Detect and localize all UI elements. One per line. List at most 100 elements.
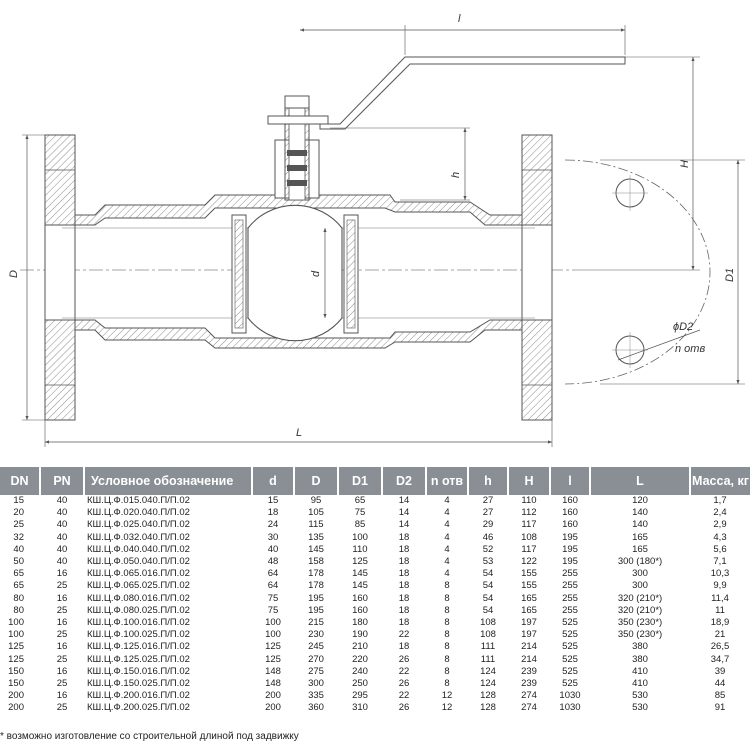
col-bolt-count-cell: 8 [444,592,450,604]
col-d-cell: 100 [265,616,281,628]
col-outer-d-cell: 300 [308,677,324,689]
col-dn-cell: 200 [8,702,24,714]
col-d-cell: 64 [267,568,279,580]
col-mass-cell: 5,6 [713,543,727,555]
col-d-cell: 40 [267,543,279,555]
col-outer-d-cell: 245 [308,641,324,653]
col-h-cell: 29 [482,519,494,531]
col-mass-cell: 26,5 [710,641,730,653]
col-body-l-cell: 530 [632,690,648,702]
col-body-l-header: L [590,467,691,495]
col-bolt-count-cell: 8 [444,580,450,592]
col-total-h-cell: 117 [521,519,537,531]
dim-total-height: H [679,160,691,168]
col-dn-cell: 200 [8,690,24,702]
col-mass-cell: 11,4 [711,592,729,604]
col-d2-cell: 18 [398,580,410,592]
col-total-h-cell: 274 [521,690,537,702]
col-dn-cell: 150 [8,677,24,689]
col-designation-cell: КШ.Ц.Ф.015.040.П/П.02 [87,495,190,507]
col-body-l-cell: 320 (210*) [617,592,663,604]
col-dn-cell: 65 [13,580,24,592]
left-flange [44,134,76,421]
col-d2-cell: 26 [398,677,410,689]
col-h-cell: 27 [482,495,494,507]
col-body-l-cell: 320 (210*) [617,604,663,616]
col-h-cell: 124 [480,677,496,689]
col-h-cell: 52 [482,543,494,555]
col-total-h-cell: 197 [521,616,537,628]
col-body-l-cell: 165 [632,531,648,543]
col-d1-cell: 160 [352,604,368,616]
col-outer-d-cell: 105 [308,507,324,519]
col-handle-l-cell: 525 [562,641,578,653]
col-d-cell: 125 [265,641,281,653]
col-bolt-count-cell: 4 [444,495,450,507]
col-d2-cell: 18 [398,641,410,653]
col-d-cell: 75 [267,592,279,604]
col-d-cell: 100 [265,629,281,641]
col-dn-cell: 80 [13,604,24,616]
col-outer-d-cell: 215 [308,616,324,628]
col-outer-d-cell: 95 [310,495,322,507]
col-d-cell: 64 [267,580,279,592]
col-total-h-cell: 239 [521,677,537,689]
col-designation-cell: КШ.Ц.Ф.020.040.П/П.02 [87,507,190,519]
col-outer-d-cell: 145 [308,543,324,555]
col-d1-cell: 100 [352,531,368,543]
col-handle-l-cell: 160 [562,519,578,531]
col-bolt-count-cell: 4 [444,543,450,555]
col-total-h-cell: 165 [521,592,537,604]
col-total-h-cell: 155 [521,568,537,580]
col-dn-cell: 50 [13,556,24,568]
col-designation-cell: КШ.Ц.Ф.032.040.П/П.02 [87,531,190,543]
col-outer-d-header: D [294,467,339,495]
col-mass-cell: 91 [714,702,726,714]
flange-bolt-pattern [564,159,711,385]
col-bolt-count-cell: 4 [444,556,450,568]
col-d1-cell: 65 [354,495,366,507]
col-d1-cell: 110 [352,543,368,555]
valve-technical-drawing: l L D d h H ϕD2 n отв D1 [8,13,745,447]
col-body-l-cell: 380 [632,653,648,665]
col-h-cell: 54 [482,580,494,592]
col-mass-cell: 2,9 [713,519,727,531]
col-mass-cell: 39 [714,665,726,677]
col-d2-cell: 26 [398,702,410,714]
col-dn-cell: 20 [13,507,24,519]
col-d-cell: 148 [265,665,281,677]
col-pn-cell: 25 [56,677,68,689]
col-d2-cell: 26 [398,653,410,665]
col-pn-cell: 40 [56,519,68,531]
valve-body [74,194,523,349]
col-designation-cell: КШ.Ц.Ф.065.016.П/П.02 [87,568,190,580]
col-outer-d-cell: 135 [308,531,324,543]
col-pn-cell: 16 [56,592,68,604]
col-bolt-count-cell: 4 [444,507,450,519]
col-pn-cell: 25 [56,629,68,641]
col-mass-cell: 85 [714,690,726,702]
col-d2-cell: 14 [398,495,410,507]
col-d2-cell: 22 [398,629,410,641]
stem [267,95,329,201]
col-body-l-cell: 380 [632,641,648,653]
col-d1-cell: 75 [354,507,366,519]
col-outer-d-cell: 158 [308,556,324,568]
col-pn-cell: 25 [56,604,68,616]
col-d1-cell: 180 [352,616,368,628]
col-d-cell: 148 [265,677,281,689]
col-h-header: h [468,467,509,495]
col-designation-cell: КШ.Ц.Ф.050.040.П/П.02 [87,556,190,568]
col-total-h-cell: 110 [521,495,537,507]
col-handle-l-cell: 255 [562,604,578,616]
col-d1-cell: 250 [352,677,368,689]
col-bolt-count-cell: 4 [444,531,450,543]
col-bolt-count-cell: 8 [444,653,450,665]
